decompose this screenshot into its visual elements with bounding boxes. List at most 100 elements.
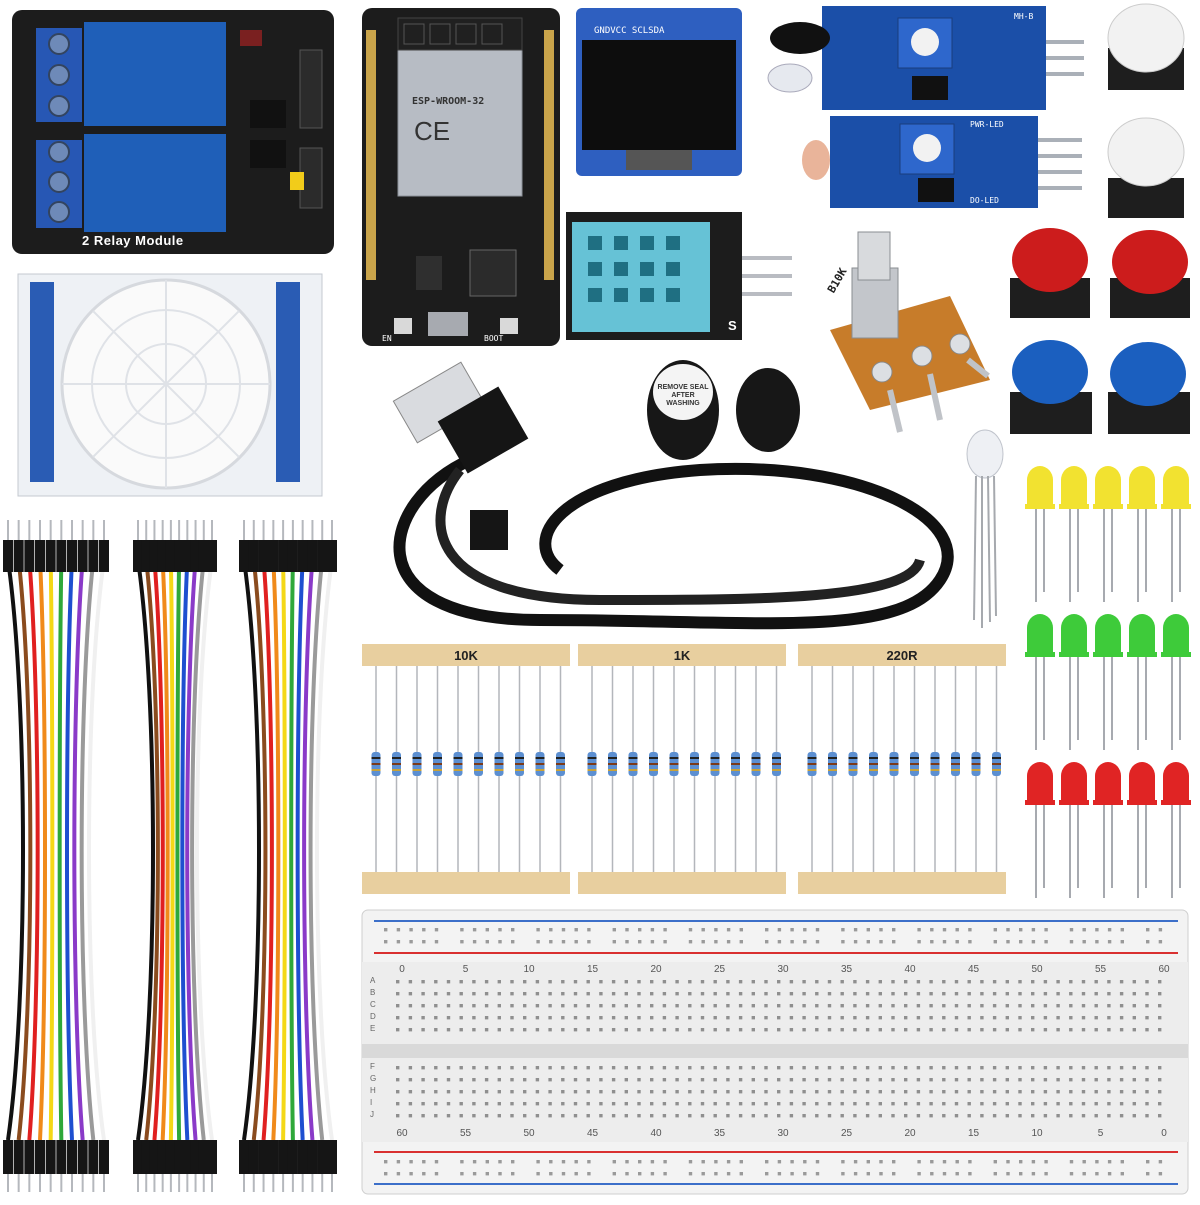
- breadboard-column-number: 25: [840, 1128, 853, 1139]
- jumper-connector: [35, 540, 45, 572]
- resistor: [494, 666, 504, 872]
- breadboard-row-letter: J: [370, 1110, 374, 1119]
- buzzer-seal-label: REMOVE SEAL AFTER WASHING: [657, 384, 709, 407]
- jumper-connector: [287, 540, 298, 572]
- jumper-connector: [182, 1140, 193, 1174]
- resistor: [971, 666, 981, 872]
- jumper-wire-bundle: [239, 520, 337, 1192]
- ir-flame-sensor: [767, 6, 1084, 110]
- usb-cable: [392, 361, 954, 630]
- resistor: [371, 666, 381, 872]
- breadboard-column-number: 5: [462, 964, 469, 975]
- led: [1161, 762, 1191, 898]
- jumper-connector: [207, 540, 217, 572]
- jumper-connector: [13, 540, 24, 572]
- jumper-connector: [287, 1140, 298, 1174]
- jumper-connector: [67, 540, 77, 572]
- resistor-band-label: 1K: [673, 648, 691, 663]
- breadboard-column-number: 55: [459, 1128, 472, 1139]
- led: [1127, 762, 1157, 898]
- resistor: [649, 666, 658, 872]
- jumper-connector: [165, 540, 176, 572]
- breadboard-column-number: 45: [586, 1128, 599, 1139]
- breadboard-row-letter: F: [370, 1062, 375, 1071]
- led: [1025, 466, 1055, 602]
- potentiometer: [830, 231, 990, 433]
- resistor: [453, 666, 463, 872]
- dht-signal-label: S: [728, 318, 737, 333]
- jumper-connector: [99, 1140, 109, 1174]
- resistor: [869, 666, 878, 872]
- jumper-connector: [133, 1140, 143, 1174]
- jumper-connector: [190, 1140, 201, 1174]
- jumper-connector: [182, 540, 193, 572]
- resistor: [951, 666, 960, 872]
- jumper-connector: [307, 540, 318, 572]
- jumper-connector: [24, 540, 35, 572]
- jumper-wire-bundle: [133, 520, 217, 1192]
- jumper-connector: [190, 540, 201, 572]
- blue-button: [1010, 340, 1092, 434]
- relay-module-label: 2 Relay Module: [82, 233, 184, 248]
- jumper-connector: [327, 540, 337, 572]
- resistor: [556, 666, 565, 872]
- resistor-band-label: 220R: [886, 648, 918, 663]
- resistor: [669, 666, 679, 872]
- breadboard-column-number: 15: [586, 964, 599, 975]
- jumper-connector: [141, 540, 152, 572]
- led: [1161, 614, 1191, 750]
- led: [1059, 614, 1089, 750]
- jumper-connector: [157, 1140, 168, 1174]
- jumper-connector: [239, 540, 249, 572]
- breadboard-column-number: 30: [777, 964, 789, 975]
- red-button: [1110, 230, 1190, 318]
- white-button: [1107, 3, 1185, 90]
- breadboard-column-number: 55: [1094, 964, 1107, 975]
- jumper-connector: [24, 1140, 35, 1174]
- jumper-connector: [307, 1140, 318, 1174]
- led: [1059, 466, 1089, 602]
- jumper-connector: [248, 1140, 259, 1174]
- jumper-connector: [88, 1140, 99, 1174]
- breadboard-column-number: 5: [1097, 1128, 1104, 1139]
- micro-usb-port: [428, 312, 468, 336]
- relay-2: [84, 134, 226, 232]
- led: [1127, 614, 1157, 750]
- resistor: [515, 666, 524, 872]
- jumper-connector: [248, 540, 259, 572]
- resistor: [587, 666, 597, 872]
- resistor-strip: [578, 644, 786, 894]
- breadboard-column-number: 20: [650, 964, 662, 975]
- breadboard-column-number: 10: [1031, 1128, 1043, 1139]
- rgb-led: [966, 429, 1004, 628]
- jumper-connector: [141, 1140, 152, 1174]
- jumper-connector: [77, 1140, 88, 1174]
- usb-a-housing: [437, 386, 529, 474]
- jumper-connector: [258, 540, 269, 572]
- resistor-strips: [362, 644, 1006, 894]
- jumper-connector: [327, 1140, 337, 1174]
- oled-screen: [582, 40, 736, 150]
- breadboard-column-number: 15: [967, 1128, 980, 1139]
- resistor: [392, 666, 401, 872]
- resistor-band-label: 10K: [454, 648, 478, 663]
- esp32-module-label: ESP-WROOM-32: [412, 96, 485, 107]
- resistor: [710, 666, 720, 872]
- ir-sensor-label: MH-B: [1014, 12, 1034, 21]
- breadboard-column-number: 50: [523, 1128, 535, 1139]
- oled-display: [576, 8, 742, 176]
- led: [1059, 762, 1089, 898]
- jumper-connector: [13, 1140, 24, 1174]
- breadboard-column-number: 30: [777, 1128, 789, 1139]
- resistor: [772, 666, 781, 872]
- led: [1093, 466, 1123, 602]
- relay-1: [84, 22, 226, 126]
- resistor: [535, 666, 545, 872]
- white-button: [1107, 117, 1185, 218]
- breadboard-column-number: 20: [904, 1128, 916, 1139]
- boot-button: [500, 318, 518, 334]
- esp32-dev-board: [362, 8, 560, 346]
- breadboard-row-letter: B: [370, 988, 376, 997]
- breadboard-column-number: 45: [967, 964, 980, 975]
